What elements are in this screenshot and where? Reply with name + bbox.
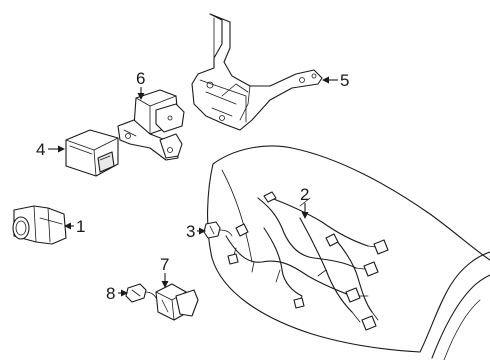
callout-label-4: 4 — [36, 140, 45, 159]
part-5-bracket — [191, 13, 323, 131]
callout-1: 1 — [64, 217, 85, 236]
callout-4: 4 — [36, 140, 65, 159]
vehicle-front-outline — [207, 145, 490, 360]
callout-6: 6 — [136, 69, 145, 100]
callout-label-6: 6 — [136, 69, 145, 88]
callout-3: 3 — [186, 222, 206, 241]
callout-2: 2 — [300, 185, 309, 219]
part-8-connector — [125, 283, 157, 303]
callout-label-2: 2 — [300, 185, 309, 204]
part-1-sensor — [12, 205, 67, 245]
callout-label-8: 8 — [106, 284, 115, 303]
callout-8: 8 — [106, 284, 128, 303]
callout-7: 7 — [160, 255, 169, 288]
callout-label-1: 1 — [76, 217, 85, 236]
callout-5: 5 — [322, 71, 349, 90]
part-7-sensor — [155, 283, 199, 321]
part-6-module-bracket — [117, 89, 185, 161]
callout-label-5: 5 — [340, 71, 349, 90]
part-4-control-unit — [65, 129, 119, 177]
part-3-connector — [203, 221, 233, 239]
callout-label-7: 7 — [160, 255, 169, 274]
callout-label-3: 3 — [186, 222, 195, 241]
part-2-wiring-harness — [225, 191, 389, 331]
